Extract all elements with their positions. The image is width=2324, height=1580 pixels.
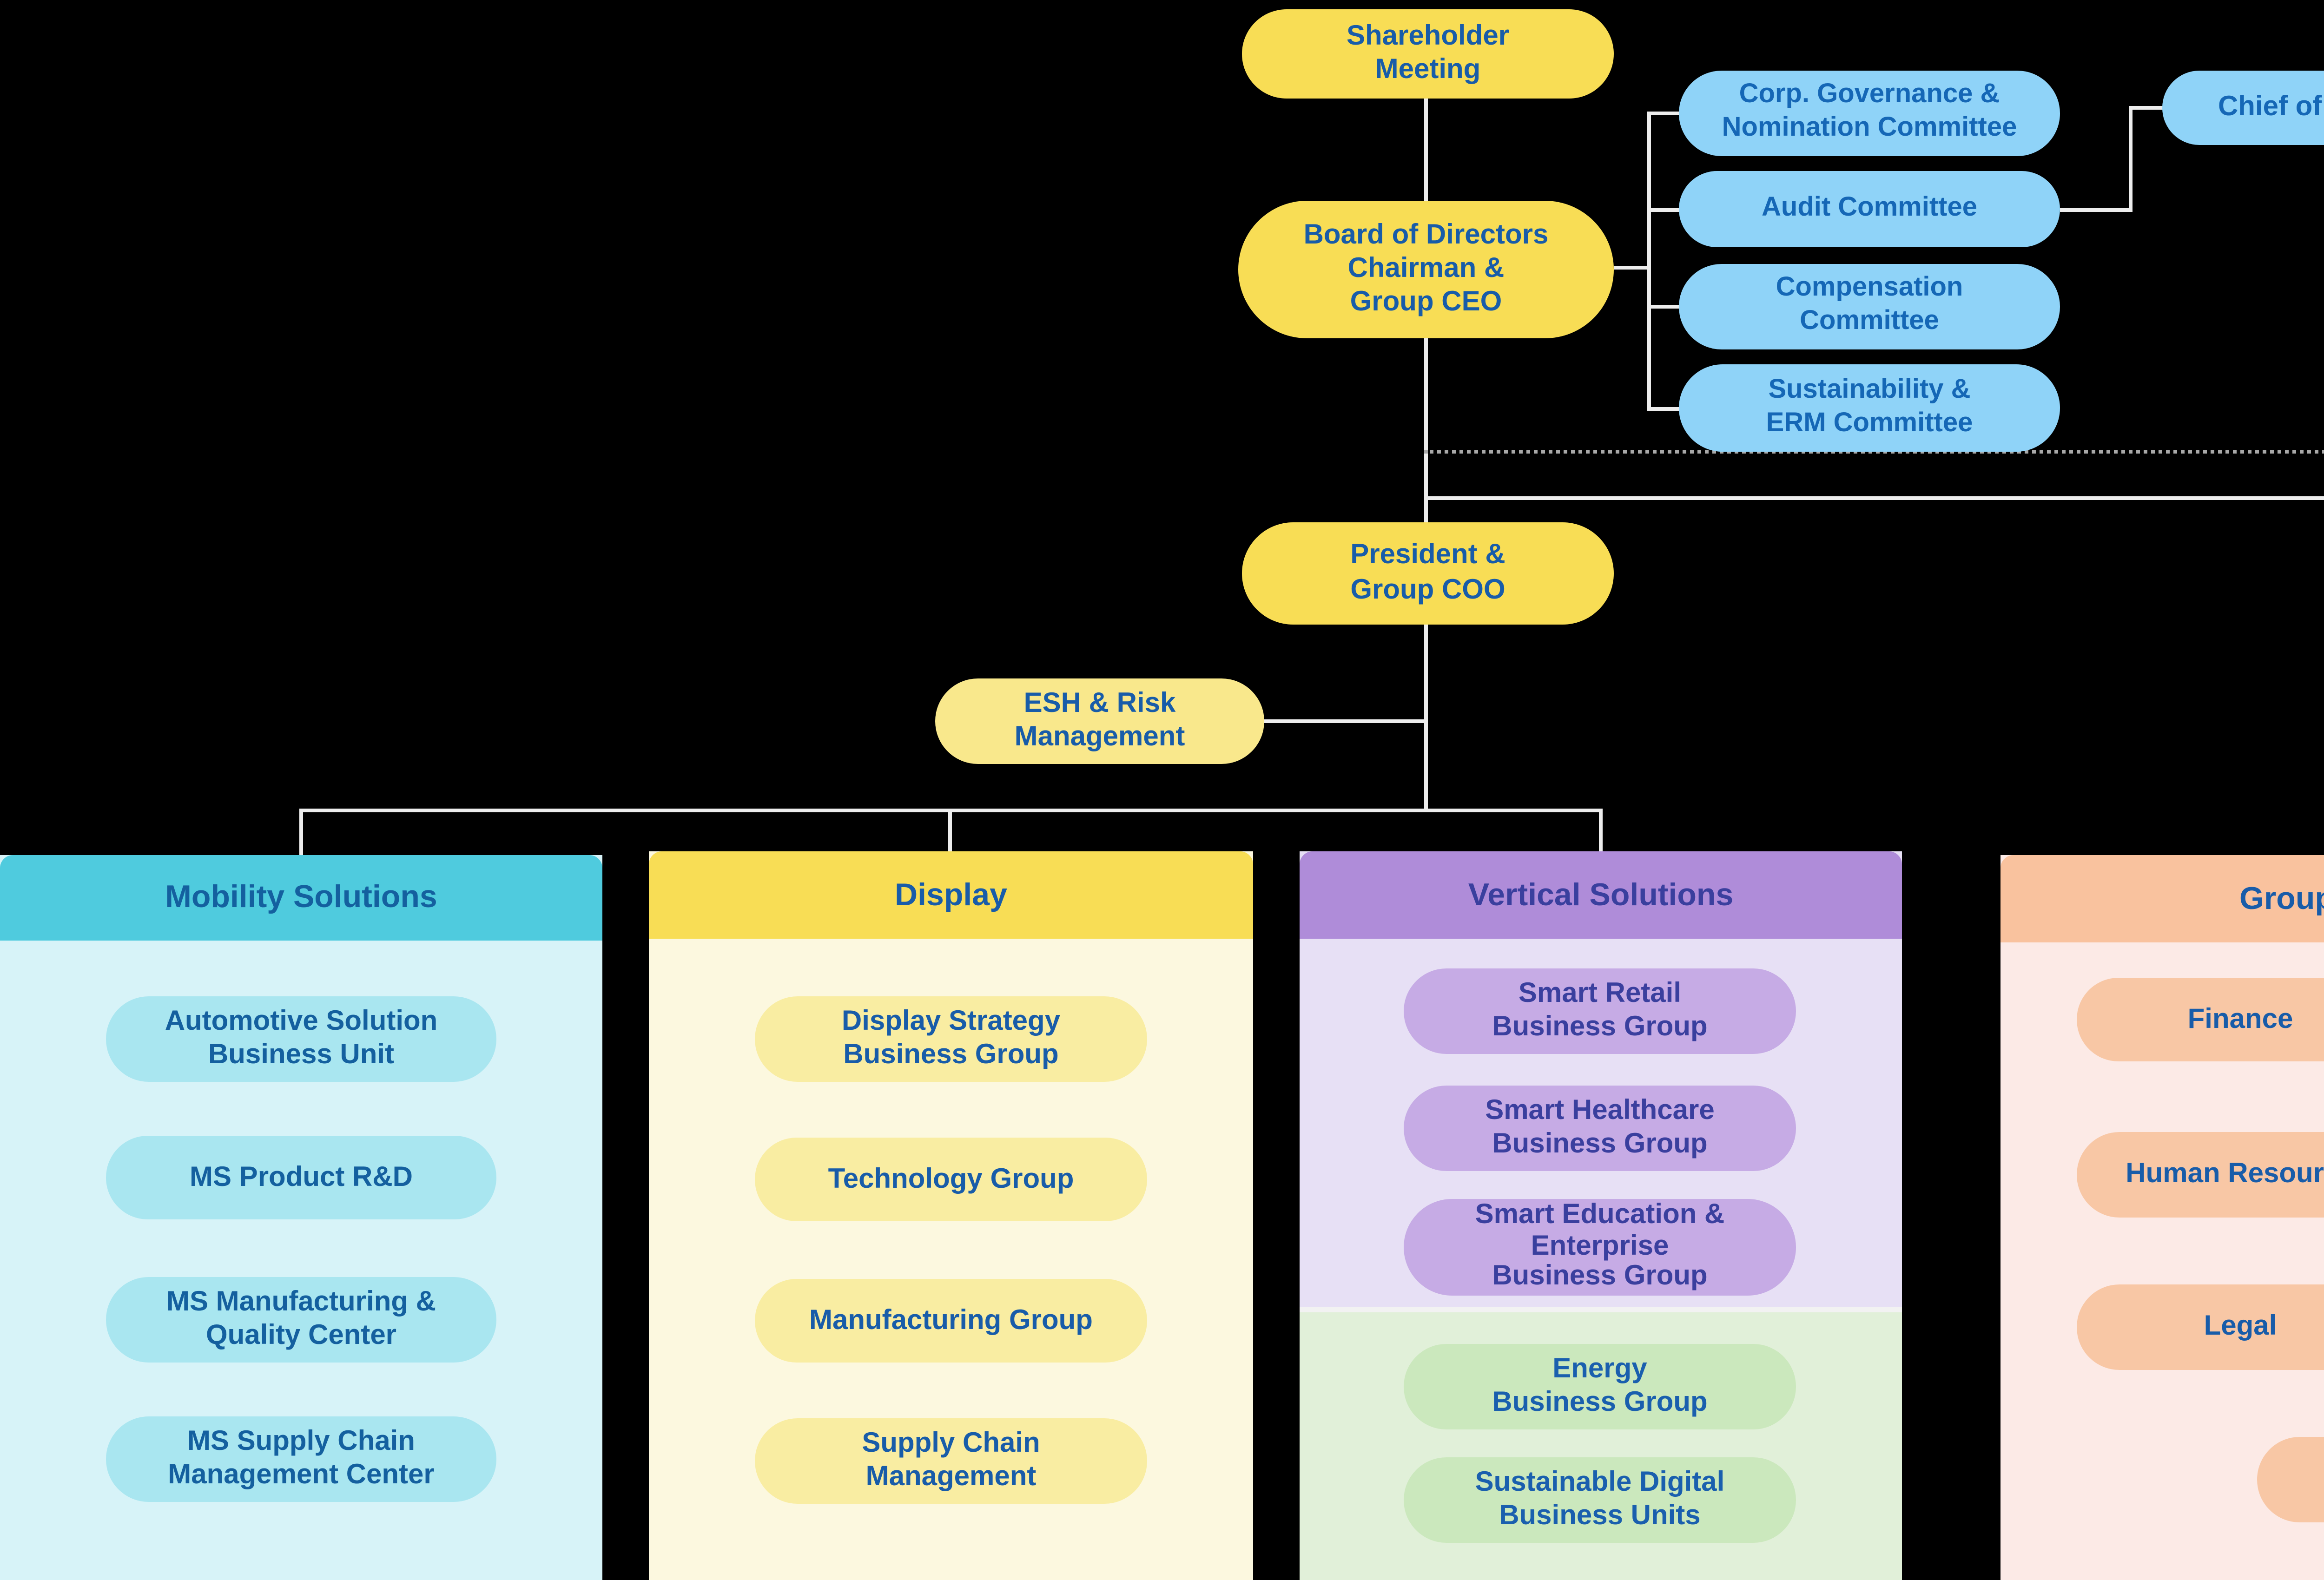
connector-board-bracket [1614,266,1649,270]
division-vertical-green-section: Energy Business Group Sustainable Digita… [1300,1307,1902,1580]
committee-sustainability-erm: Sustainability & ERM Committee [1679,364,2060,452]
unit-display-strategy: Display Strategy Business Group [755,996,1147,1082]
node-board-of-directors: Board of Directors Chairman & Group CEO [1238,201,1614,338]
unit-ms-supply-chain: MS Supply Chain Management Center [106,1416,496,1502]
division-vertical-header: Vertical Solutions [1300,851,1902,939]
unit-energy-business-group: Energy Business Group [1404,1344,1796,1429]
connector-audit-up [2129,106,2133,212]
unit-sustainable-digital: Sustainable Digital Business Units [1404,1457,1796,1543]
connector-shareholder-board [1424,99,1428,203]
connector-mobility-drop [299,809,303,857]
division-vertical-solutions: Vertical Solutions Smart Retail Business… [1300,851,1902,1307]
unit-supply-chain-mgmt: Supply Chain Management [755,1418,1147,1504]
connector-right-branch [1424,496,2324,500]
unit-smart-education: Smart Education & Enterprise Business Gr… [1404,1199,1796,1296]
connector-stub-audit [1647,208,1681,212]
node-esh-risk-management: ESH & Risk Management [935,678,1264,764]
connector-stub-sustainability [1647,407,1681,411]
connector-display-drop [948,809,952,853]
division-group-infrastructure: Group Infrastructure Unit Finance Digita… [2000,855,2324,1580]
unit-automotive-solution: Automotive Solution Business Unit [106,996,496,1082]
division-display-header: Display [649,851,1253,939]
connector-stub-compensation [1647,305,1681,309]
connector-to-chief [2129,106,2164,110]
unit-human-resource: Human Resource [2077,1132,2324,1218]
division-mobility-header: Mobility Solutions [0,855,602,941]
division-giu-header: Group Infrastructure Unit [2000,855,2324,942]
unit-legal: Legal [2077,1284,2324,1370]
unit-ms-product-rd: MS Product R&D [106,1136,496,1219]
unit-smart-retail: Smart Retail Business Group [1404,968,1796,1054]
connector-audit-out [2060,208,2131,212]
dotted-back-to-center [1424,450,2324,454]
unit-auditing: Auditing [2257,1437,2324,1522]
division-display: Display Display Strategy Business Group … [649,851,1253,1580]
division-mobility: Mobility Solutions Automotive Solution B… [0,855,602,1580]
connector-stub-corp-gov [1647,112,1681,115]
connector-president-down [1424,625,1428,810]
committee-corp-governance: Corp. Governance & Nomination Committee [1679,71,2060,156]
committee-compensation: Compensation Committee [1679,264,2060,349]
unit-ms-manufacturing: MS Manufacturing & Quality Center [106,1277,496,1363]
unit-technology-group: Technology Group [755,1138,1147,1221]
unit-smart-healthcare: Smart Healthcare Business Group [1404,1086,1796,1171]
node-president-coo: President & Group COO [1242,522,1614,625]
unit-manufacturing-group: Manufacturing Group [755,1279,1147,1363]
node-chief-of-compliance: Chief of Compliance [2162,71,2324,145]
committee-audit: Audit Committee [1679,171,2060,247]
unit-finance: Finance [2077,978,2324,1061]
connector-board-president [1424,336,1428,524]
connector-vertical-drop [1599,809,1603,853]
node-shareholder-meeting: Shareholder Meeting [1242,9,1614,99]
connector-esh [1264,719,1426,723]
connector-committee-bracket [1647,112,1651,411]
